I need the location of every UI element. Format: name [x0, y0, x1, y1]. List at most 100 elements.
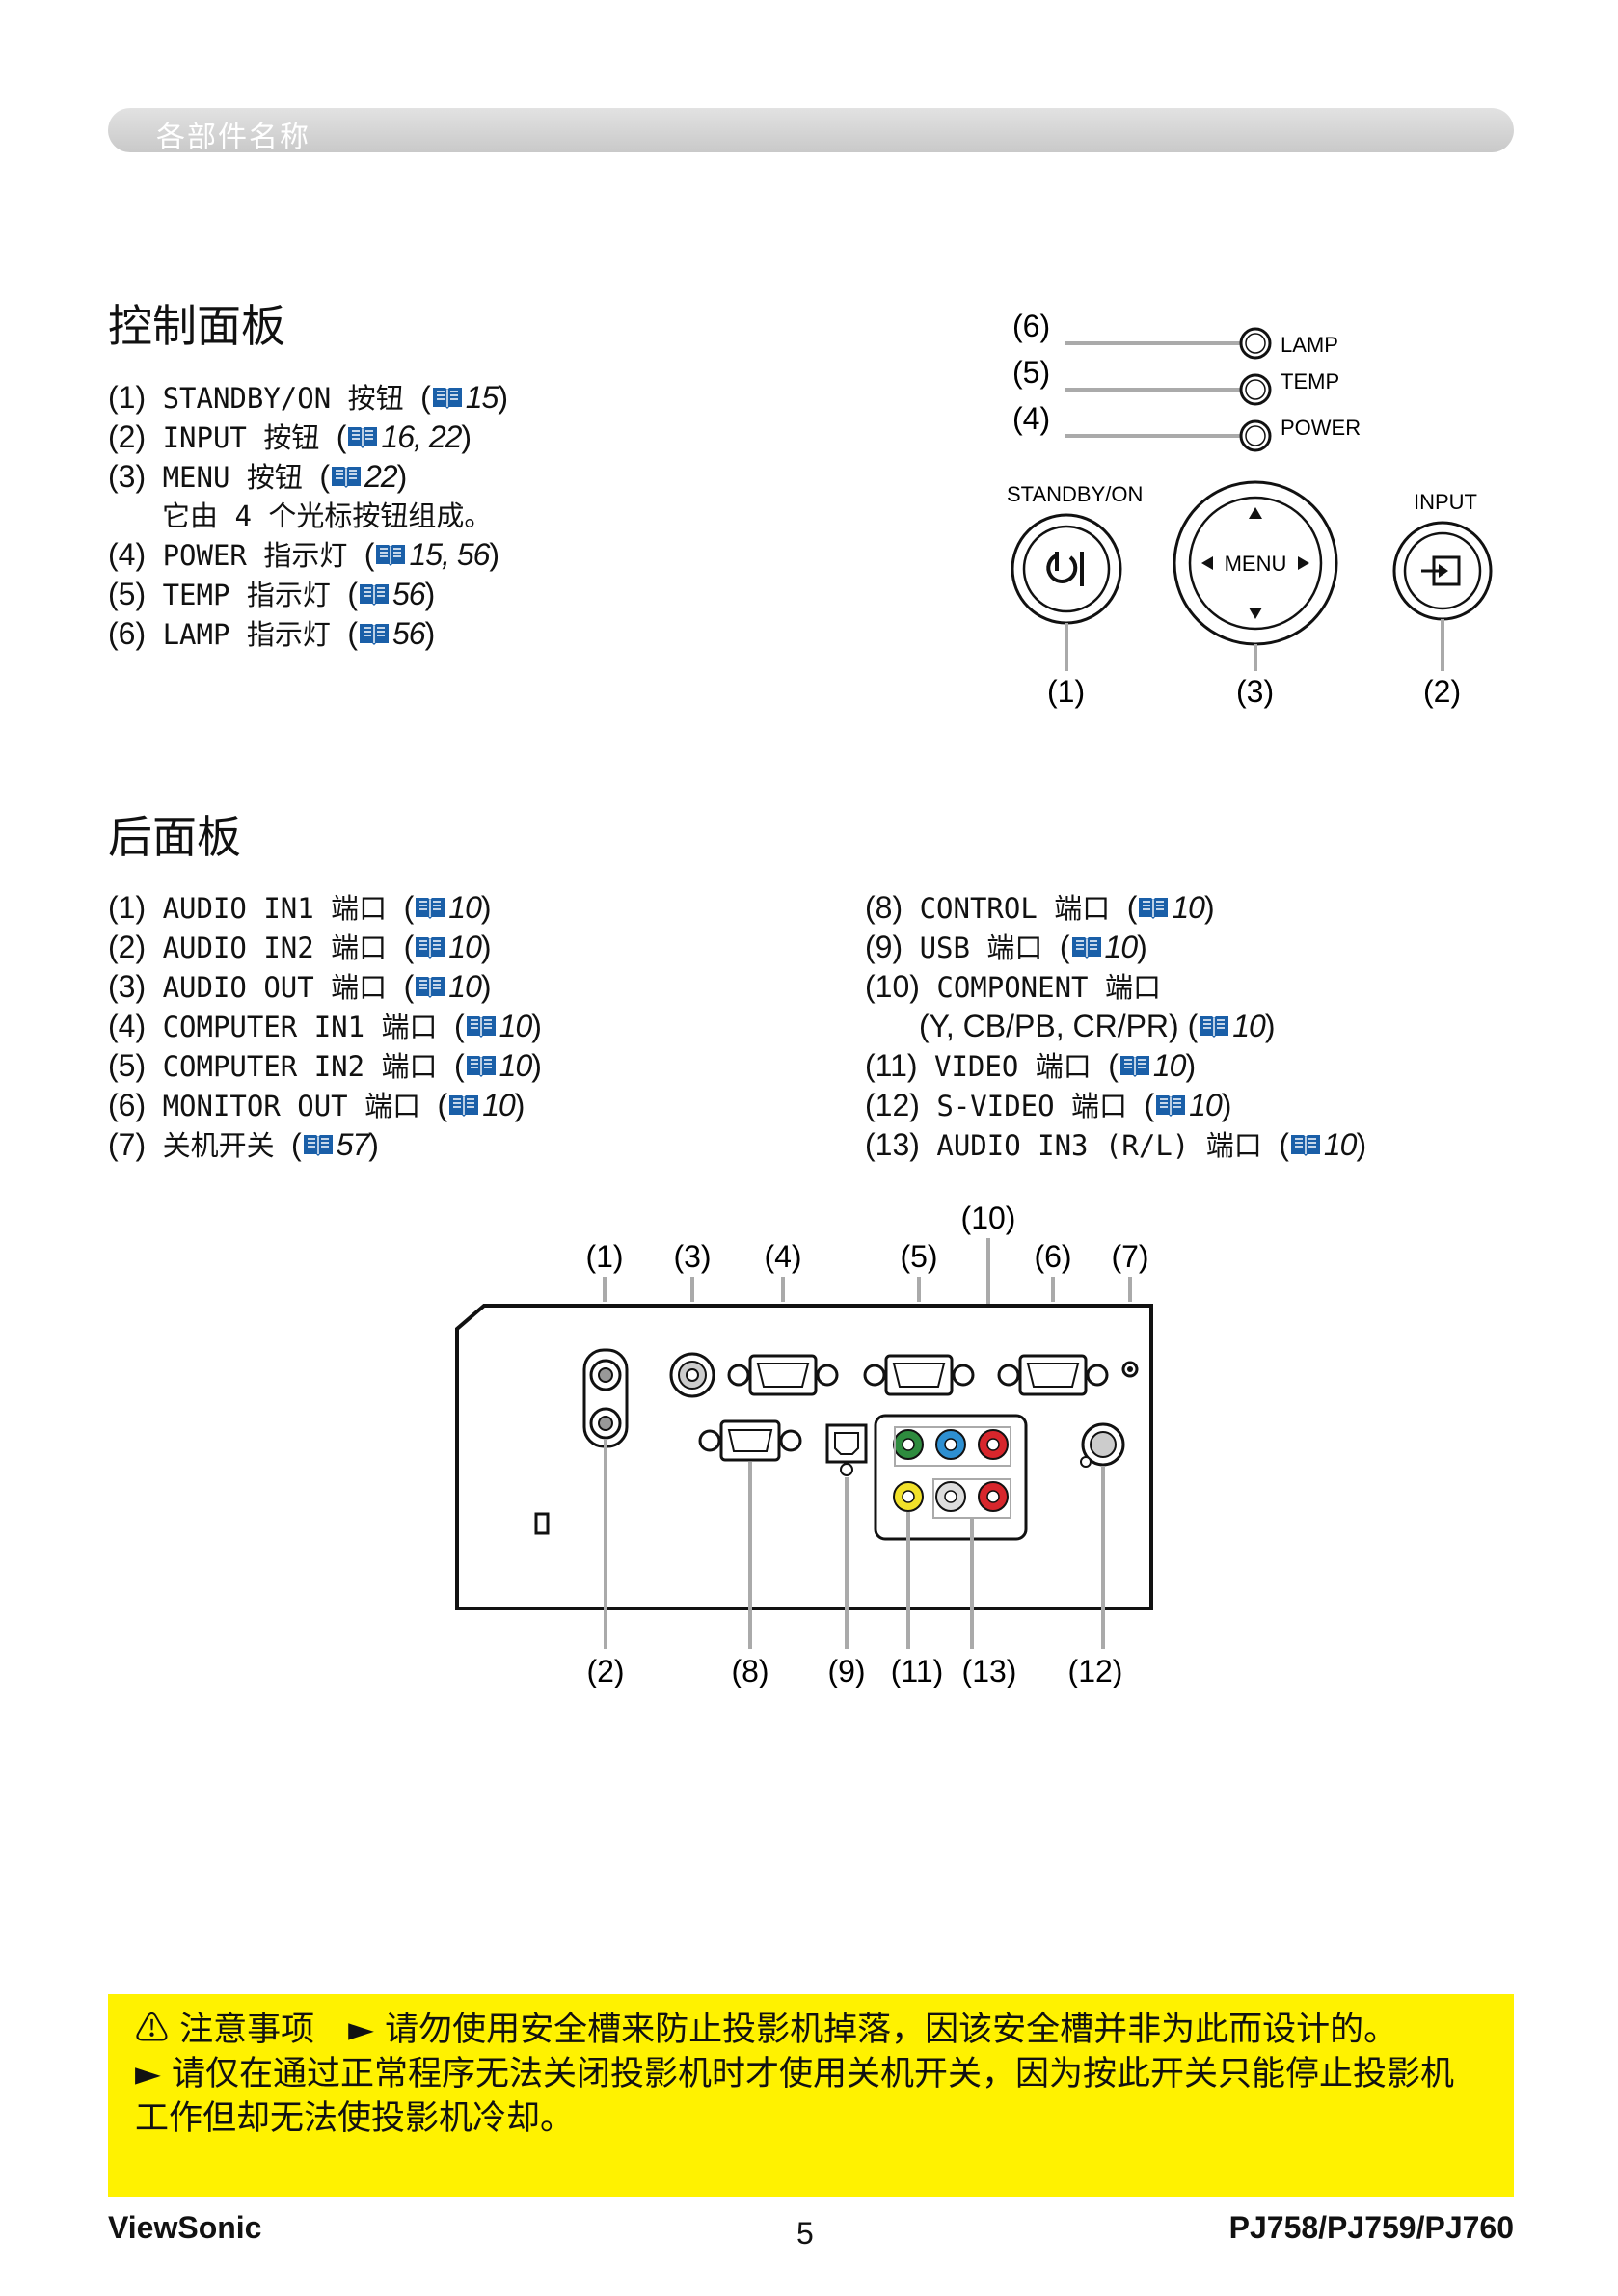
item-number: (3): [108, 459, 147, 494]
page-reference-link[interactable]: 22: [364, 459, 398, 494]
book-icon: [348, 427, 378, 448]
item-text: MONITOR OUT 端口: [146, 1090, 438, 1122]
component-pr-port: [978, 1429, 1009, 1460]
header-title: 各部件名称: [156, 121, 310, 154]
component-pb-port: [935, 1429, 966, 1460]
callout-top-3: (3): [673, 1239, 711, 1274]
item-number: (9): [865, 930, 903, 964]
right-arrow-icon: [1298, 556, 1309, 570]
book-icon: [1139, 898, 1169, 919]
book-icon: [1071, 937, 1101, 959]
item-text: LAMP 指示灯: [146, 618, 348, 651]
callout-top-7: (7): [1111, 1239, 1148, 1274]
control-port: [698, 1419, 802, 1462]
callout-bottom-13: (13): [962, 1654, 1017, 1688]
item-number: (2): [108, 930, 147, 964]
page-reference-link[interactable]: 10: [499, 1048, 533, 1083]
input-label: INPUT: [1414, 490, 1477, 514]
page-reference-link[interactable]: 10: [1152, 1048, 1187, 1083]
callout-1: (1): [1047, 674, 1085, 709]
standby-button[interactable]: [1011, 513, 1122, 625]
page-reference-link[interactable]: 15: [465, 380, 499, 415]
list-item: (3) MENU 按钮 (22): [108, 459, 408, 494]
menu-label: MENU: [1225, 552, 1287, 576]
audio-out-port: [669, 1352, 715, 1398]
indicator-lamp: (6) LAMP: [1012, 309, 1338, 360]
item-number: (5): [108, 577, 147, 611]
item-text: 它由 4 个光标按钮组成。: [162, 500, 493, 532]
item-text: POWER 指示灯: [146, 539, 364, 572]
callout-3: (3): [1236, 674, 1274, 709]
page-reference-link[interactable]: 15, 56: [409, 537, 490, 572]
list-item: (13) AUDIO IN3 (R/L) 端口 (10): [865, 1127, 1367, 1162]
callout-top-1: (1): [585, 1239, 623, 1274]
item-text: TEMP 指示灯: [146, 579, 348, 611]
page-reference-link[interactable]: 56: [391, 616, 426, 651]
book-icon: [1156, 1095, 1186, 1117]
item-number: (7): [108, 1127, 147, 1162]
header-bar: [108, 108, 1514, 152]
callout-top-4: (4): [764, 1239, 801, 1274]
item-number: (11): [865, 1048, 918, 1083]
callout-4: (4): [1012, 401, 1050, 436]
page-reference-link[interactable]: 10: [448, 890, 482, 925]
book-icon: [416, 937, 445, 959]
item-text: COMPUTER IN2 端口: [146, 1050, 455, 1083]
audio-in3-r-port: [978, 1481, 1009, 1512]
footer-model: PJ758/PJ759/PJ760: [1228, 2210, 1514, 2245]
callout-top-10: (10): [961, 1205, 1016, 1235]
list-item: 它由 4 个光标按钮组成。: [108, 497, 508, 535]
callout-6: (6): [1012, 309, 1050, 343]
page-reference-link[interactable]: 10: [482, 1088, 516, 1122]
input-source-icon: [1421, 555, 1461, 586]
callout-top-5: (5): [900, 1239, 937, 1274]
item-number: (1): [108, 380, 147, 415]
callout-bottom-12: (12): [1068, 1654, 1123, 1688]
power-label: POWER: [1281, 416, 1361, 440]
item-text: INPUT 按钮: [146, 421, 337, 454]
item-text: MENU 按钮: [146, 461, 320, 494]
callout-bottom-9: (9): [827, 1654, 865, 1688]
book-icon: [1200, 1016, 1229, 1038]
callout-bottom-8: (8): [731, 1654, 769, 1688]
page-reference-link[interactable]: 10: [1232, 1009, 1266, 1043]
list-item: (4) POWER 指示灯 (15, 56): [108, 537, 500, 572]
item-text: AUDIO IN1 端口: [146, 892, 404, 925]
menu-button[interactable]: MENU: [1173, 480, 1338, 646]
page-reference-link[interactable]: 10: [448, 930, 482, 964]
input-button[interactable]: [1392, 521, 1493, 621]
list-item: (2) INPUT 按钮 (16, 22): [108, 419, 472, 454]
computer-in2-port: [863, 1354, 975, 1396]
chassis-outline: [455, 1304, 1153, 1610]
rear-panel-diagram: (1) (3) (4) (5) (10) (6) (7): [455, 1205, 1153, 1688]
list-item: (3) AUDIO OUT 端口 (10): [108, 969, 492, 1004]
item-number: (8): [865, 890, 903, 925]
rear-panel-list-right: (8) CONTROL 端口 (10)(9) USB 端口 (10)(10) C…: [865, 888, 1366, 1165]
monitor-out-port: [997, 1354, 1109, 1396]
page-reference-link[interactable]: 16, 22: [381, 419, 462, 454]
page-reference-link[interactable]: 10: [448, 969, 482, 1004]
item-text: AUDIO IN3 (R/L) 端口: [919, 1129, 1280, 1162]
security-slot-icon: [534, 1512, 550, 1535]
list-item: (1) AUDIO IN1 端口 (10): [108, 890, 492, 925]
page-reference-link[interactable]: 10: [1189, 1088, 1223, 1122]
item-number: (12): [865, 1088, 920, 1122]
item-text: S-VIDEO 端口: [919, 1090, 1145, 1122]
callout-2: (2): [1423, 674, 1461, 709]
item-number: (3): [108, 969, 147, 1004]
power-icon: [1046, 552, 1084, 586]
page-reference-link[interactable]: 10: [1104, 930, 1139, 964]
list-item: (4) COMPUTER IN1 端口 (10): [108, 1009, 542, 1043]
up-arrow-icon: [1249, 507, 1262, 519]
usb-port: [825, 1423, 868, 1476]
page-reference-link[interactable]: 10: [1172, 890, 1205, 925]
book-icon: [359, 584, 389, 606]
list-item: (9) USB 端口 (10): [865, 930, 1147, 964]
page-reference-link[interactable]: 57: [336, 1127, 370, 1162]
page-reference-link[interactable]: 56: [391, 577, 426, 611]
page-reference-link[interactable]: 10: [499, 1009, 533, 1043]
down-arrow-icon: [1249, 608, 1262, 619]
page-reference-link[interactable]: 10: [1323, 1127, 1358, 1162]
list-item: (12) S-VIDEO 端口 (10): [865, 1088, 1232, 1122]
book-icon: [303, 1135, 333, 1156]
